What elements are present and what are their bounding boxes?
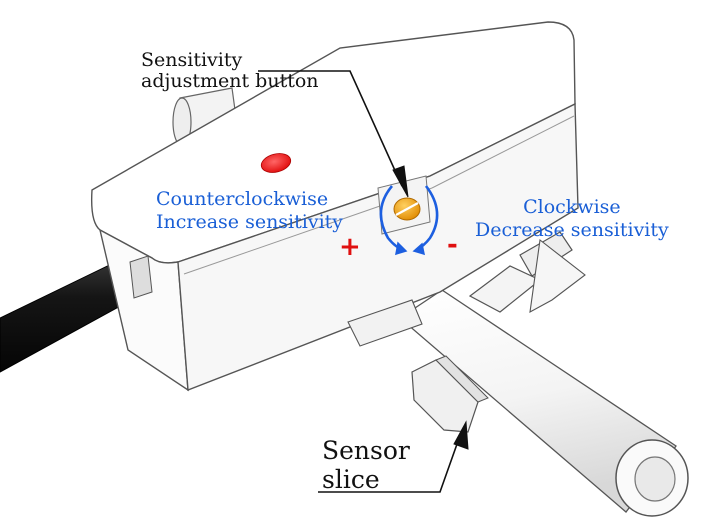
sensor-slice-line-1: Sensor [322,436,410,465]
pipe [398,289,689,517]
sensor-slice-clamp [411,355,489,433]
counterclockwise-label: Counterclockwise Increase sensitivity [156,188,343,234]
sensor-slice-pointer-icon [318,420,469,493]
clockwise-label: Clockwise Decrease sensitivity [475,196,669,242]
clockwise-line-2: Decrease sensitivity [475,218,669,241]
curved-rotation-arrows-icon [379,185,439,256]
sensor-slice-line-2: slice [322,464,380,494]
sensor-body [90,21,579,392]
red-led-indicator-icon [260,153,292,173]
counterclockwise-line-2: Increase sensitivity [156,210,344,233]
sensitivity-button-line-2: adjustment button [141,69,319,92]
sensitivity-button-label: Sensitivity adjustment button [141,50,319,91]
counterclockwise-line-1: Counterclockwise [156,188,329,210]
sensitivity-button-line-1: Sensitivity [141,49,243,71]
plus-sign: + [339,232,361,262]
clamp-arms [468,231,586,314]
clockwise-line-1: Clockwise [523,196,621,218]
sensor-slice-label: Sensor slice [322,436,410,495]
callout-arrow-icon [258,70,409,198]
minus-sign: - [447,230,458,260]
